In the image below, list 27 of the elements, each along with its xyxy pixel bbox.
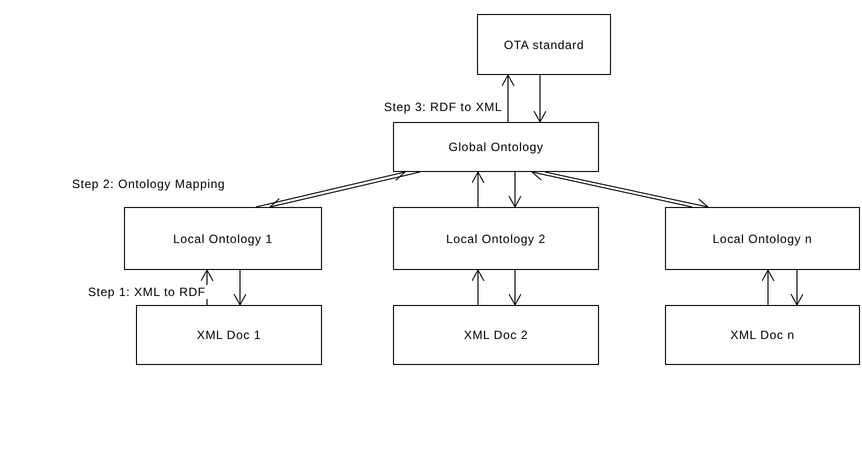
arrow (502, 74, 514, 122)
node-label: XML Doc 1 (196, 328, 262, 342)
arrow (472, 270, 484, 306)
process-box (665, 207, 860, 270)
process-box (477, 14, 611, 75)
node-label: Local Ontology 1 (173, 232, 273, 246)
node-label: XML Doc 2 (464, 328, 528, 342)
edge-label: Step 3: RDF to XML (382, 100, 504, 114)
arrow (508, 172, 522, 208)
node-label: Local Ontology n (712, 232, 812, 246)
arrow (762, 270, 774, 306)
node-label: Global Ontology (448, 140, 544, 154)
process-box (136, 305, 322, 365)
arrow (508, 270, 522, 306)
node-label: OTA standard (504, 38, 584, 52)
process-box (124, 207, 322, 270)
process-box (393, 207, 599, 270)
node-label: Local Ontology 2 (446, 232, 546, 246)
process-box (665, 305, 860, 365)
arrow (234, 270, 246, 306)
edge-label: Step 1: XML to RDF (86, 285, 208, 299)
arrow (790, 270, 804, 306)
arrow (472, 172, 484, 208)
process-box (393, 122, 599, 172)
node-label: XML Doc n (730, 328, 795, 342)
arrow (534, 74, 546, 122)
process-box (393, 305, 599, 365)
